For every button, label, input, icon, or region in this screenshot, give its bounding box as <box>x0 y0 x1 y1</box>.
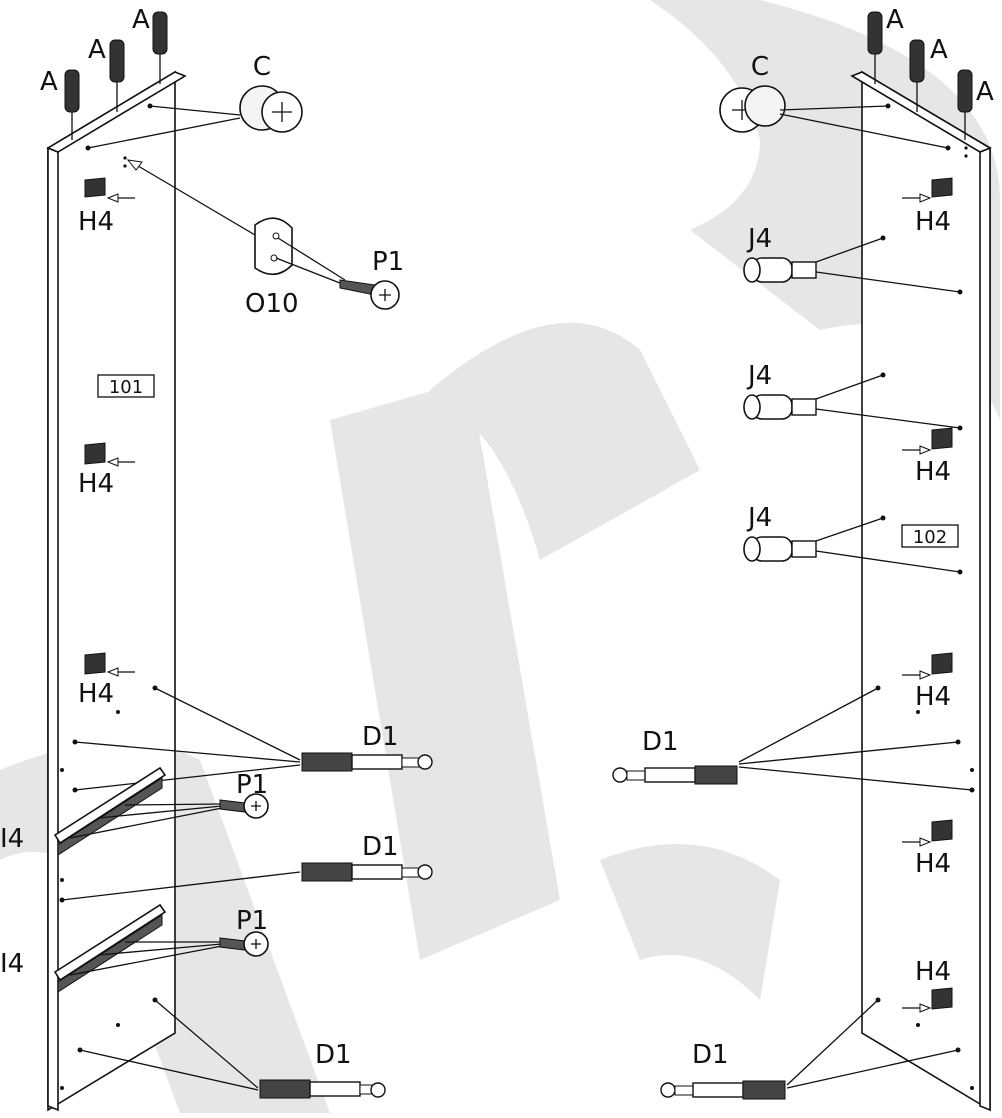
hinge-plates-right: H4 H4 H4 H4 H4 <box>902 177 953 1013</box>
cam-bolt-icon <box>79 999 386 1099</box>
dowels-right: A A A <box>867 5 994 140</box>
label-dowel: A <box>886 5 904 35</box>
label-bracket: O10 <box>245 289 299 319</box>
dowel-icon <box>152 11 168 84</box>
cam-bolt-icon <box>74 687 433 791</box>
drawer-runners: I4 P1 I4 P1 <box>0 766 269 993</box>
label-hinge-plate: H4 <box>915 207 951 237</box>
label-drawer-runner: I4 <box>0 824 24 854</box>
screw-icon <box>219 793 269 819</box>
dowels-left: A A A <box>40 5 168 140</box>
screw-icon <box>219 931 269 957</box>
label-screw: P1 <box>372 247 404 277</box>
hinge-plate-icon <box>84 652 135 677</box>
dowel-icon <box>109 39 125 112</box>
hinge-plate-icon <box>902 427 953 455</box>
label-dowel: A <box>930 35 948 65</box>
shelf-pin-icon <box>743 374 961 429</box>
dowel-icon <box>957 69 973 140</box>
hinge-plate-icon <box>902 177 953 203</box>
label-cam-bolt: D1 <box>642 727 679 757</box>
label-screw: P1 <box>236 770 268 800</box>
shelf-pins: J4 J4 J4 <box>743 224 961 573</box>
label-dowel: A <box>88 35 106 65</box>
label-screw: P1 <box>236 906 268 936</box>
hinge-plate-icon <box>84 442 135 467</box>
cam-lock-icon <box>719 85 949 149</box>
dowel-icon <box>867 11 883 84</box>
label-cam-lock: C <box>751 52 769 82</box>
drawer-runner-icon <box>53 766 223 856</box>
label-cam-bolt: D1 <box>315 1040 352 1070</box>
label-hinge-plate: H4 <box>78 679 114 709</box>
cam-bolt-icon <box>660 999 959 1100</box>
cam-bolt-icon <box>612 687 973 791</box>
bracket-icon <box>126 159 346 286</box>
shelf-pin-icon <box>743 237 961 293</box>
hinge-plate-icon <box>902 652 953 680</box>
label-cam-lock: C <box>253 52 271 82</box>
hinge-plate-icon <box>902 987 953 1013</box>
hinge-plate-icon <box>902 819 953 847</box>
panel-label-101: 101 <box>109 377 143 398</box>
drawer-runner-icon <box>53 903 223 993</box>
label-hinge-plate: H4 <box>915 957 951 987</box>
label-hinge-plate: H4 <box>78 469 114 499</box>
label-hinge-plate: H4 <box>915 682 951 712</box>
label-hinge-plate: H4 <box>915 457 951 487</box>
label-shelf-pin: J4 <box>746 503 772 533</box>
label-cam-bolt: D1 <box>362 832 399 862</box>
label-shelf-pin: J4 <box>746 224 772 254</box>
label-hinge-plate: H4 <box>78 207 114 237</box>
label-shelf-pin: J4 <box>746 361 772 391</box>
panel-label-102: 102 <box>913 527 947 548</box>
label-dowel: A <box>132 5 150 35</box>
shelf-pin-icon <box>743 517 961 573</box>
screw-icon <box>339 279 400 310</box>
cam-bolts-right: D1 D1 <box>612 687 973 1100</box>
label-dowel: A <box>40 67 58 97</box>
label-hinge-plate: H4 <box>915 849 951 879</box>
cam-bolts-left: D1 D1 D1 <box>61 687 433 1099</box>
label-cam-bolt: D1 <box>692 1040 729 1070</box>
right-panel: 102 <box>850 70 992 1112</box>
cam-lock-icon <box>87 85 303 149</box>
label-drawer-runner: I4 <box>0 949 24 979</box>
cam-bolt-icon <box>61 862 433 901</box>
label-dowel: A <box>976 77 994 107</box>
hinge-plates-left: H4 H4 H4 <box>78 177 135 709</box>
dowel-icon <box>909 39 925 112</box>
label-cam-bolt: D1 <box>362 722 399 752</box>
hinge-plate-icon <box>84 177 135 203</box>
dowel-icon <box>64 69 80 140</box>
